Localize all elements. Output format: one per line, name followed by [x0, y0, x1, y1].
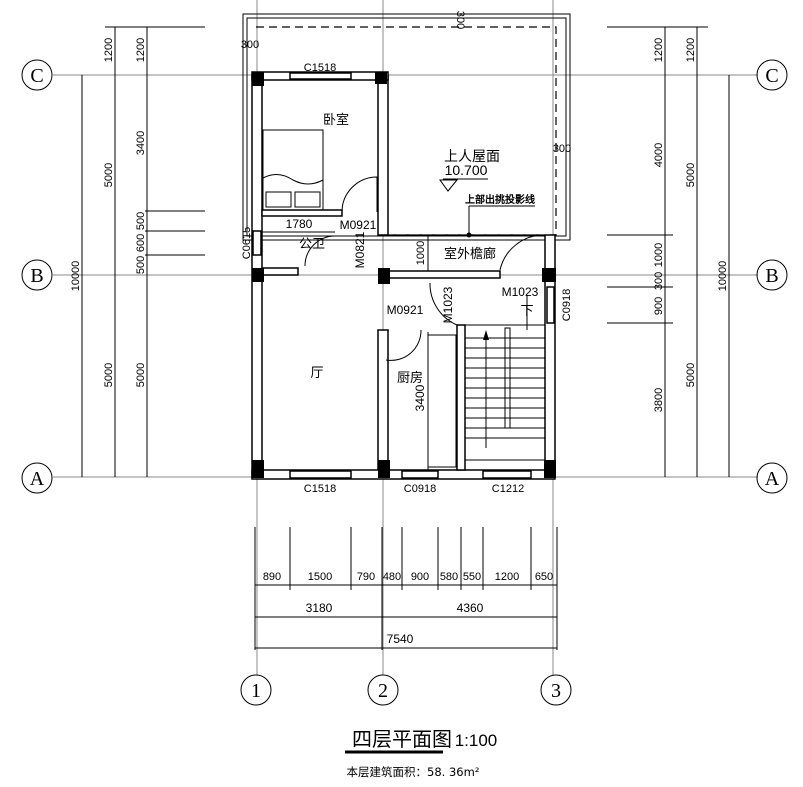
stair: 下 [464, 295, 546, 461]
svg-text:550: 550 [463, 571, 481, 583]
dim-1780: 1780 [286, 217, 313, 231]
title-area: 本层建筑面积：58. 36m² [347, 765, 480, 779]
room-corridor: 室外檐廊 [444, 246, 496, 262]
right-dimensions: 1200 1200 10000 5000 5000 4000 1000 300 … [607, 26, 730, 477]
svg-text:4360: 4360 [457, 601, 484, 615]
axis-bubble-3: 3 [540, 674, 572, 706]
svg-text:3800: 3800 [653, 388, 665, 412]
window-c1518-top: C1518 [304, 62, 336, 74]
svg-text:1200: 1200 [103, 38, 115, 62]
terrace-level: 10.700 [445, 162, 488, 178]
window-c1518-bottom: C1518 [304, 483, 336, 495]
svg-text:1200: 1200 [495, 571, 519, 583]
window-c0918-right: C0918 [561, 289, 573, 321]
svg-text:580: 580 [440, 571, 458, 583]
svg-text:1200: 1200 [653, 38, 665, 62]
svg-text:A: A [30, 468, 45, 490]
svg-text:1000: 1000 [653, 243, 665, 267]
svg-text:A: A [765, 468, 780, 490]
svg-text:3400: 3400 [135, 131, 147, 155]
svg-text:5000: 5000 [685, 363, 697, 387]
svg-text:10000: 10000 [70, 261, 82, 292]
svg-text:1200: 1200 [135, 38, 147, 62]
dim-3400: 3400 [413, 384, 427, 411]
door-m1023-a: M1023 [441, 286, 455, 323]
drawing-title: 四层平面图 1:100 本层建筑面积：58. 36m² [345, 727, 497, 779]
svg-text:1200: 1200 [685, 38, 697, 62]
windows [252, 72, 555, 479]
window-c1212: C1212 [492, 483, 524, 495]
axis-bubble-b-right: B [756, 259, 788, 291]
svg-text:4000: 4000 [653, 143, 665, 167]
room-bedroom: 卧室 [323, 112, 349, 128]
title-scale: 1:100 [455, 731, 498, 750]
svg-text:B: B [765, 265, 778, 287]
door-swings [304, 176, 546, 361]
svg-text:300: 300 [653, 272, 665, 290]
svg-text:5000: 5000 [685, 163, 697, 187]
dim-1000: 1000 [415, 241, 427, 265]
room-terrace: 上人屋面 [444, 149, 500, 165]
axis-bubble-c-right: C [756, 59, 788, 91]
dim-300-top: 300 [454, 11, 466, 29]
axis-bubble-a-left: A [21, 462, 53, 494]
bed-icon [262, 129, 324, 211]
axis-bubble-2: 2 [367, 674, 399, 706]
svg-text:900: 900 [411, 571, 429, 583]
svg-text:480: 480 [383, 571, 401, 583]
room-bathroom: 公卫 [299, 237, 325, 252]
svg-text:1: 1 [251, 680, 261, 702]
door-m0921-kitchen: M0921 [387, 303, 424, 317]
bottom-dimensions: 890 1500 790 480 900 580 550 1200 650 31… [254, 527, 558, 650]
svg-text:500: 500 [135, 256, 147, 274]
level-marker-icon [439, 179, 459, 192]
svg-text:5000: 5000 [135, 363, 147, 387]
svg-text:5000: 5000 [103, 363, 115, 387]
door-m0821: M0821 [353, 231, 367, 268]
kitchen-counter [427, 334, 457, 468]
svg-text:5000: 5000 [103, 163, 115, 187]
svg-text:790: 790 [357, 571, 375, 583]
svg-text:900: 900 [653, 297, 665, 315]
axis-bubble-c-left: C [21, 59, 53, 91]
dim-300-left: 300 [241, 39, 259, 51]
axis-bubble-b-left: B [21, 259, 53, 291]
svg-text:600: 600 [135, 234, 147, 252]
roof-terrace-outline [242, 13, 571, 241]
title-name: 四层平面图 [352, 727, 452, 751]
door-m1023-b: M1023 [502, 285, 539, 299]
window-c0615: C0615 [241, 227, 253, 259]
dim-300-right: 300 [553, 143, 571, 155]
svg-text:3180: 3180 [306, 601, 333, 615]
svg-text:890: 890 [263, 571, 281, 583]
door-m0921-bedroom: M0921 [340, 218, 377, 232]
svg-text:1500: 1500 [308, 571, 332, 583]
svg-text:2: 2 [378, 680, 388, 702]
overhang-note: 上部出挑投影线 [465, 193, 535, 206]
svg-text:B: B [30, 265, 43, 287]
svg-text:3: 3 [551, 680, 561, 702]
room-kitchen: 厨房 [397, 370, 423, 386]
svg-text:C: C [765, 65, 778, 87]
axis-bubble-a-right: A [756, 462, 788, 494]
svg-text:10000: 10000 [717, 261, 729, 292]
window-c0918-bottom: C0918 [404, 483, 436, 495]
left-dimensions: 1200 1200 10000 5000 5000 3400 500 600 5… [70, 26, 205, 477]
axis-bubble-1: 1 [240, 674, 272, 706]
svg-text:650: 650 [535, 571, 553, 583]
stair-down-label: 下 [520, 304, 533, 319]
svg-text:500: 500 [135, 212, 147, 230]
axis-grid-lines [53, 0, 758, 675]
svg-text:7540: 7540 [387, 632, 414, 646]
svg-text:C: C [30, 65, 43, 87]
room-living: 厅 [310, 366, 323, 381]
